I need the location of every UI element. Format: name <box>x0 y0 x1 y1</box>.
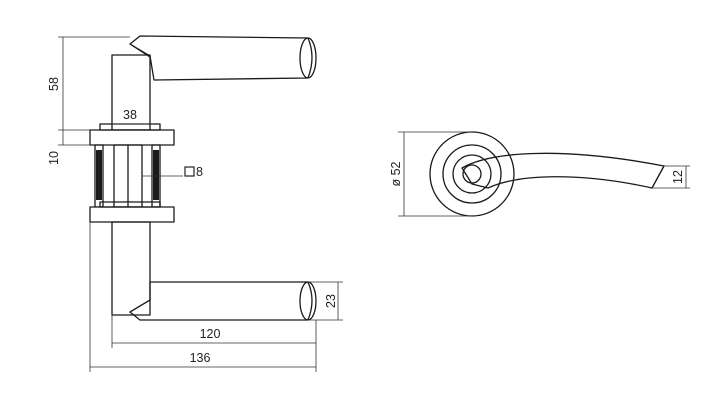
lower-rose-inner <box>99 201 161 208</box>
dim-lever-length-label: 120 <box>200 327 221 341</box>
screw-right-thread <box>153 150 159 200</box>
dimension-square-8: 8 <box>142 165 203 179</box>
rose-ring <box>442 144 502 204</box>
upper-lever-edge <box>129 43 151 58</box>
upper-rose <box>89 129 175 146</box>
dimension-136: 136 <box>89 222 317 372</box>
upper-lever-arm <box>129 35 313 81</box>
lower-lever-neck <box>111 221 151 316</box>
lower-rose <box>89 206 175 223</box>
dimension-38: 38 <box>112 108 150 125</box>
square-icon <box>184 166 195 177</box>
dimension-120: 120 <box>111 315 317 348</box>
dim-lever-end-label: 12 <box>671 170 685 184</box>
dimension-lever-end: 12 <box>652 165 690 189</box>
dim-rose-diameter-label: ø 52 <box>389 161 403 186</box>
upper-lever-end <box>299 37 317 79</box>
curved-lever-end <box>651 165 665 189</box>
lower-lever-end <box>299 281 317 321</box>
dim-spindle-square-label: 8 <box>196 165 203 179</box>
dim-lever-projection-label: 58 <box>47 77 61 91</box>
dimension-58: 58 <box>47 36 130 131</box>
screw-left-thread <box>96 150 102 200</box>
side-view: 58 10 38 8 23 <box>47 35 343 372</box>
dimension-rose-diameter: ø 52 <box>389 131 472 217</box>
dim-rose-inner-width-label: 38 <box>123 108 137 122</box>
dim-total-length-label: 136 <box>190 351 211 365</box>
dim-rose-thickness-label: 10 <box>47 151 61 165</box>
upper-rose-inner <box>99 123 161 131</box>
dimension-10: 10 <box>47 130 90 165</box>
rose-hub <box>452 154 492 194</box>
dimension-23: 23 <box>308 281 343 321</box>
curved-lever <box>461 152 665 189</box>
front-view: ø 52 12 <box>389 131 690 217</box>
lower-lever-edge <box>129 299 151 313</box>
lower-lever-arm <box>129 281 313 321</box>
dim-grip-diameter-label: 23 <box>324 294 338 308</box>
